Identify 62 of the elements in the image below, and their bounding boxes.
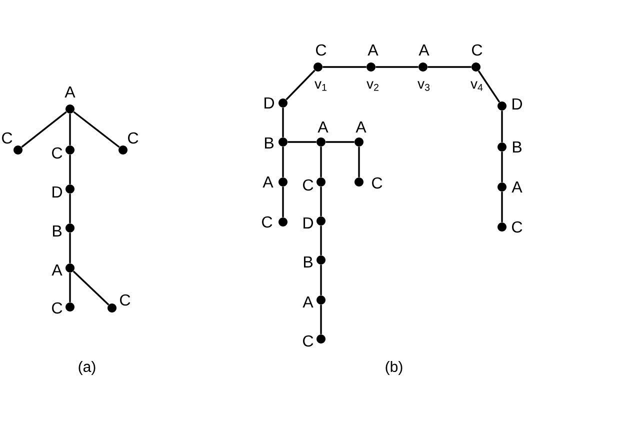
tree-edge xyxy=(282,146,284,178)
tree-edge xyxy=(320,264,322,296)
vertex-letter: D xyxy=(52,186,62,198)
vertex-letter: C xyxy=(303,179,314,191)
tree-edge xyxy=(428,66,472,68)
vertex-name: v$_{4}$ xyxy=(470,81,483,91)
vertex-letter: D xyxy=(512,98,522,110)
tree-edge xyxy=(322,66,366,68)
vertex-letter: D xyxy=(304,218,314,228)
vertex-letter: A xyxy=(52,264,62,276)
vertex-letter: C xyxy=(372,177,382,189)
tree-edge xyxy=(501,152,503,182)
tree-edge xyxy=(288,141,316,143)
vertex-letter: B xyxy=(512,142,522,152)
vertex-letter: A xyxy=(512,182,522,192)
vertex-name: v$_{2}$ xyxy=(366,81,378,91)
tree-edge xyxy=(358,146,360,178)
vertex-letter: C xyxy=(262,216,272,228)
vertex-letter: A xyxy=(356,122,366,132)
tree-edge xyxy=(501,192,503,222)
tree-edge xyxy=(282,108,284,138)
panel-caption: (b) xyxy=(386,361,402,375)
vertex-letter: B xyxy=(304,256,312,268)
vertex-letter: C xyxy=(512,221,522,233)
tree-edge xyxy=(326,141,354,143)
vertex-letter: B xyxy=(53,226,62,236)
vertex-name: v$_{3}$ xyxy=(418,81,430,91)
vertex-name: v$_{1}$ xyxy=(314,81,326,91)
vertex-letter: A xyxy=(64,86,76,98)
vertex-letter: B xyxy=(264,138,274,148)
tree-edge xyxy=(320,186,322,216)
vertex-letter: D xyxy=(264,98,274,108)
vertex-letter: C xyxy=(52,302,62,314)
tree-edge xyxy=(69,114,71,146)
vertex-letter: C xyxy=(303,335,314,347)
tree-edge xyxy=(320,226,322,256)
vertex-letter: C xyxy=(120,294,130,306)
tree-edge xyxy=(21,111,67,148)
tree-edge xyxy=(320,146,322,178)
panel-caption: (a) xyxy=(78,361,96,375)
tree-edge xyxy=(69,232,71,264)
vertex-letter: C xyxy=(316,44,326,56)
tree-edge xyxy=(282,186,284,218)
tree-edge xyxy=(320,304,322,334)
vertex-letter: A xyxy=(368,44,378,56)
vertex-letter: C xyxy=(128,132,138,144)
tree-edge xyxy=(69,194,71,224)
tree-edge xyxy=(478,70,500,103)
tree-edge xyxy=(73,111,120,148)
tree-edge xyxy=(376,66,418,68)
vertex-letter: A xyxy=(302,296,314,308)
tree-edge xyxy=(69,272,71,302)
tree-edge xyxy=(501,110,503,142)
vertex-letter: C xyxy=(472,44,482,56)
vertex-letter: C xyxy=(2,132,12,144)
tree-edge xyxy=(286,70,316,100)
vertex-letter: A xyxy=(318,122,328,132)
vertex-letter: A xyxy=(262,176,274,188)
vertex-letter: A xyxy=(418,44,430,56)
tree-edge xyxy=(72,270,110,306)
vertex-letter: C xyxy=(52,147,62,159)
tree-edge xyxy=(69,154,71,184)
